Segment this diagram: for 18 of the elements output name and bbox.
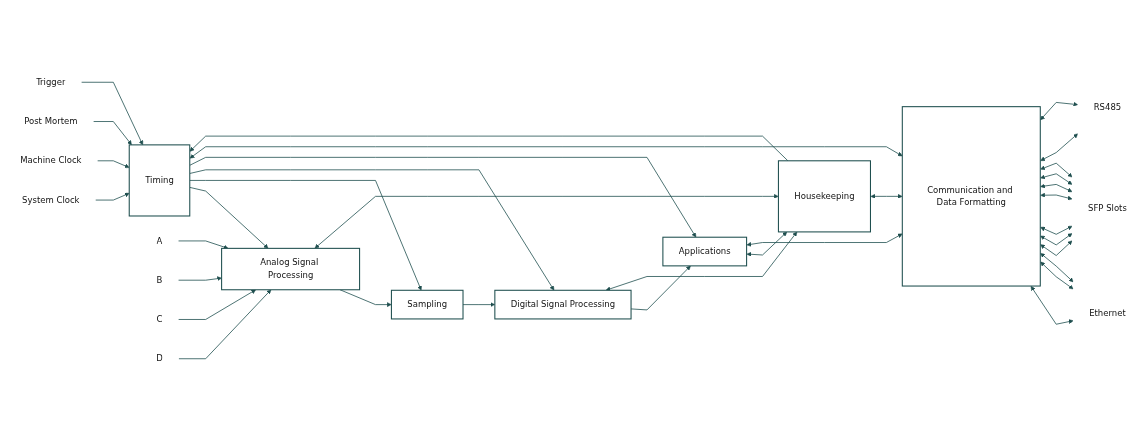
node-box: Digital Signal Processing: [494, 289, 632, 320]
node-text: B: [156, 274, 163, 285]
node-box: Analog Signal Processing: [221, 247, 361, 291]
node-box: Housekeeping: [777, 160, 871, 233]
node-box: Applications: [662, 236, 748, 267]
node-text: SFP Slots: [1088, 202, 1127, 213]
node-text: Machine Clock: [20, 155, 82, 166]
node-box: Sampling: [390, 289, 464, 320]
node-text: Trigger: [36, 76, 66, 88]
node-text: A: [156, 235, 163, 246]
node-text: Ethernet: [1089, 308, 1126, 319]
node-text: C: [156, 314, 163, 325]
node-box: Communication and Data Formatting: [901, 106, 1041, 287]
node-box: Timing: [128, 144, 191, 217]
node-text: System Clock: [22, 194, 80, 205]
node-text: RS485: [1093, 102, 1122, 113]
node-text: D: [156, 353, 163, 364]
node-text: Post Mortem: [24, 116, 78, 127]
